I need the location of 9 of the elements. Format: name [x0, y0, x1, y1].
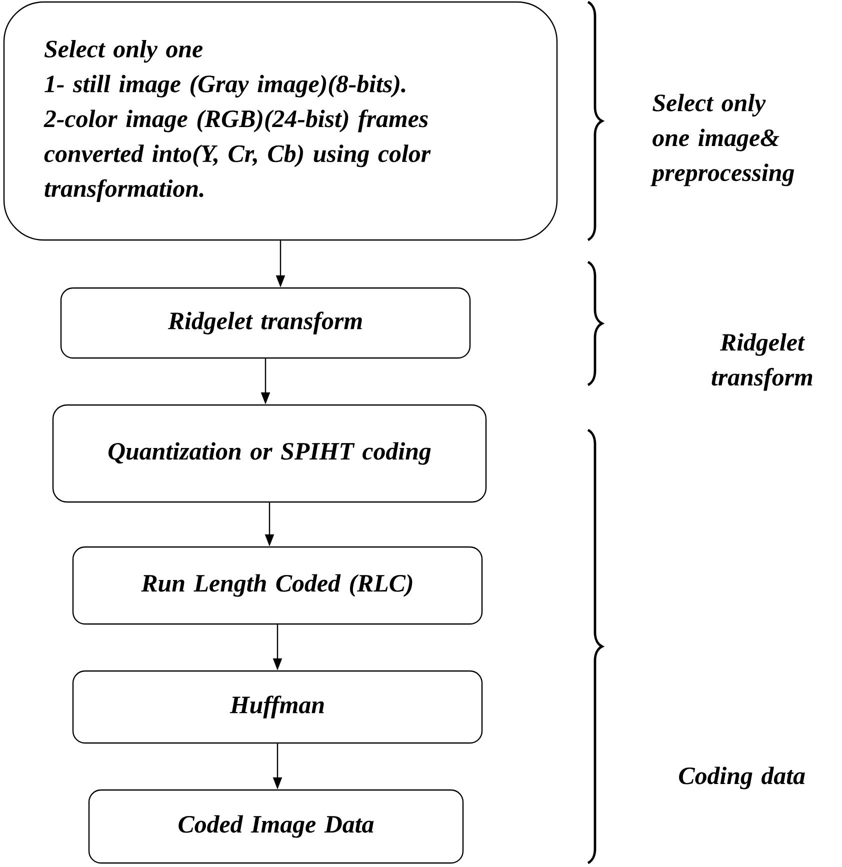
process-box: Run Length Coded (RLC)	[72, 546, 483, 625]
process-box: Quantization or SPIHT coding	[52, 404, 487, 503]
side-label: Ridgelet transform	[712, 333, 812, 391]
process-box: Select only one 1- still image (Gray image)(8-bits). 2-color image (RGB)(24-bist) frames converted into(Y, Cr, Cb) using color transformation.	[3, 1, 558, 241]
process-box: Huffman	[72, 670, 483, 744]
process-box: Ridgelet transform	[60, 287, 471, 359]
process-box: Coded Image Data	[88, 789, 464, 864]
side-label: Coding data	[679, 766, 805, 790]
side-label: Select only one image& preprocessing	[650, 94, 794, 186]
